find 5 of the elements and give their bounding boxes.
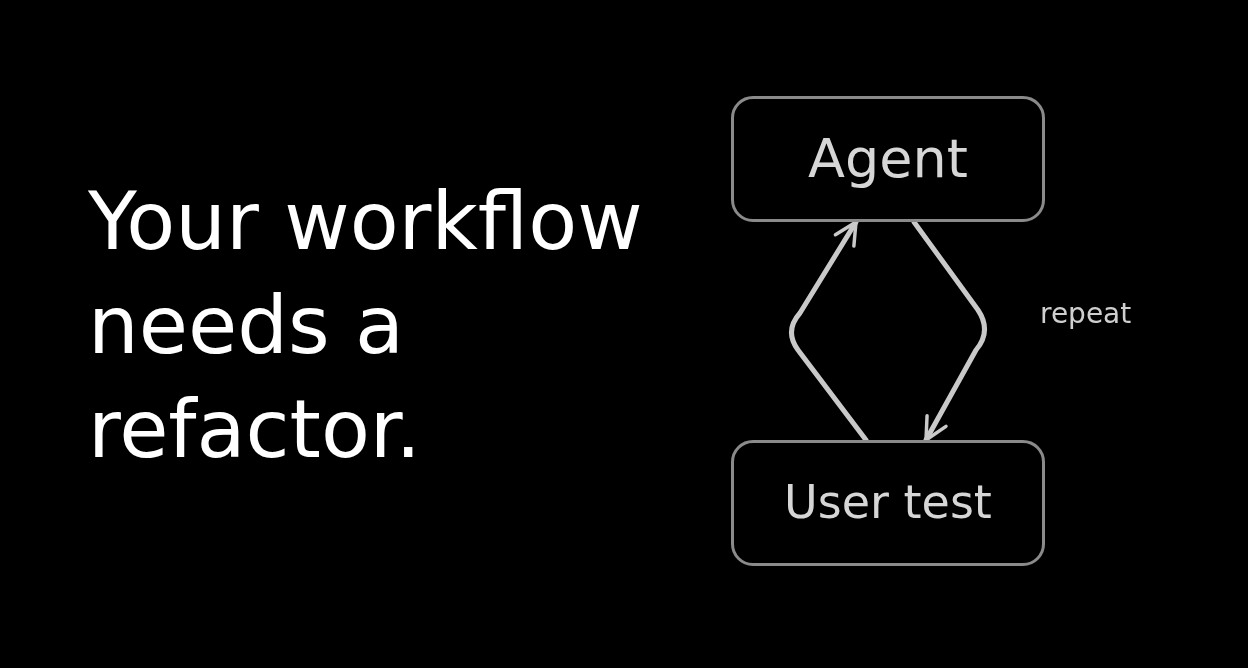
box-label: User test [784,474,992,532]
process-box [731,96,1045,222]
process-box [731,440,1045,566]
heading: Your workflow needs a refactor. [88,174,644,478]
box-label: Agent [808,126,968,193]
